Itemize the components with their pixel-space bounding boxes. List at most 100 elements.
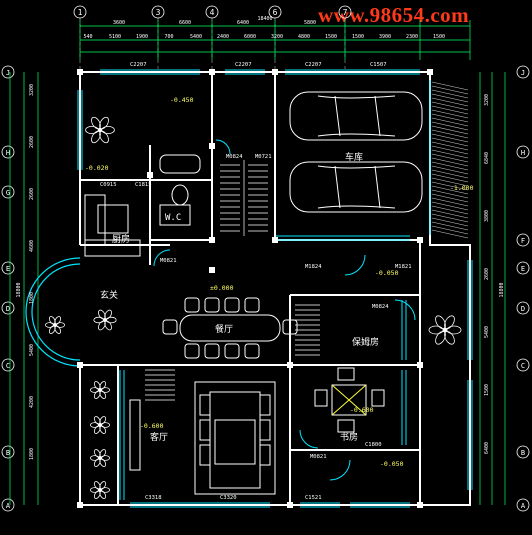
svg-text:18800: 18800 (16, 282, 22, 297)
nanny-label: 保姆房 (352, 336, 379, 348)
svg-text:C3320: C3320 (220, 495, 237, 501)
svg-text:M0721: M0721 (255, 154, 272, 160)
study-table (314, 367, 385, 433)
dining-label: 餐厅 (215, 323, 233, 335)
svg-text:4600: 4600 (29, 240, 35, 252)
svg-text:B: B (6, 449, 10, 457)
svg-text:M0821: M0821 (160, 258, 177, 264)
svg-text:3200: 3200 (29, 84, 35, 96)
living-room-sofa (129, 381, 276, 495)
svg-text:D: D (6, 305, 10, 313)
dimension-lines (9, 20, 506, 505)
svg-text:E: E (6, 265, 10, 273)
svg-text:1: 1 (78, 8, 83, 17)
svg-text:C2207: C2207 (130, 62, 147, 68)
svg-text:3200: 3200 (484, 94, 490, 106)
decorative-plants (44, 116, 462, 499)
svg-text:1500: 1500 (433, 34, 445, 40)
svg-text:1800: 1800 (29, 292, 35, 304)
svg-text:6: 6 (273, 8, 278, 17)
svg-text:-0.450: -0.450 (170, 96, 194, 104)
wc-label: W.C (165, 213, 181, 223)
entry-label: 玄关 (100, 289, 118, 301)
svg-text:6840: 6840 (484, 152, 490, 164)
axis-bubble-right-D: D (516, 301, 530, 315)
kitchen-label: 厨房 (112, 233, 130, 245)
axis-bubble-right-H: H (516, 145, 530, 159)
axis-bubble-left-B: B (1, 445, 15, 459)
svg-text:6600: 6600 (179, 20, 191, 26)
svg-text:3200: 3200 (271, 34, 283, 40)
svg-text:M0824: M0824 (372, 304, 389, 310)
axis-bubble-right-J: J (516, 65, 530, 79)
svg-text:18800: 18800 (499, 282, 505, 297)
svg-text:-0.050: -0.050 (375, 269, 399, 277)
axis-bubble-left-G: G (1, 185, 15, 199)
svg-text:C1521: C1521 (305, 495, 322, 501)
svg-text:F: F (521, 237, 525, 245)
doors (153, 139, 416, 481)
svg-text:5400: 5400 (29, 344, 35, 356)
garage-cars (289, 91, 423, 213)
svg-text:1500: 1500 (352, 34, 364, 40)
svg-text:E: E (521, 265, 525, 273)
svg-text:540: 540 (83, 34, 92, 40)
svg-text:J: J (521, 69, 525, 77)
svg-text:C1507: C1507 (370, 62, 387, 68)
plant (89, 481, 111, 499)
svg-text:2600: 2600 (29, 136, 35, 148)
svg-text:C2207: C2207 (235, 62, 252, 68)
svg-text:1500: 1500 (325, 34, 337, 40)
windows (77, 69, 473, 508)
svg-text:4800: 4800 (298, 34, 310, 40)
svg-text:6400: 6400 (237, 20, 249, 26)
svg-text:C1815: C1815 (135, 182, 152, 188)
axis-bubble-left-D: D (1, 301, 15, 315)
living-label: 客厅 (150, 431, 168, 443)
svg-text:M0821: M0821 (310, 454, 327, 460)
stairs (145, 160, 320, 401)
svg-text:5400: 5400 (190, 34, 202, 40)
svg-text:C: C (521, 362, 525, 370)
svg-text:±0.000: ±0.000 (210, 284, 234, 292)
svg-text:3900: 3900 (379, 34, 391, 40)
svg-text:5800: 5800 (304, 20, 316, 26)
svg-text:A: A (6, 502, 11, 510)
plant (428, 315, 462, 345)
plant (85, 116, 115, 144)
svg-text:5400: 5400 (484, 326, 490, 338)
site-watermark: www.98654.com (318, 3, 470, 27)
svg-text:D: D (521, 305, 525, 313)
svg-text:6400: 6400 (484, 442, 490, 454)
svg-text:A: A (521, 502, 526, 510)
study-label: 书房 (340, 431, 358, 443)
svg-text:C0915: C0915 (100, 182, 117, 188)
svg-text:-0.020: -0.020 (85, 164, 109, 172)
opening-codes: C2207 C2207 C1507 C2207 M0824 M0721 C091… (100, 62, 412, 501)
axis-bubble-right-A: A (516, 498, 530, 512)
svg-text:M1821: M1821 (395, 264, 412, 270)
svg-text:700: 700 (164, 34, 173, 40)
axis-bubble-right-C: C (516, 358, 530, 372)
axis-bubble-left-C: C (1, 358, 15, 372)
svg-text:C1800: C1800 (365, 442, 382, 448)
svg-text:C3318: C3318 (145, 495, 162, 501)
bay-window (25, 257, 81, 367)
plant (89, 416, 111, 434)
kitchen-fixtures (84, 154, 201, 257)
svg-text:5100: 5100 (109, 34, 121, 40)
svg-text:-1.000: -1.000 (450, 184, 474, 192)
svg-text:4200: 4200 (29, 396, 35, 408)
svg-text:G: G (6, 189, 10, 197)
axis-bubble-right-E: E (516, 261, 530, 275)
svg-text:M1824: M1824 (305, 264, 322, 270)
plant (93, 309, 117, 331)
svg-text:1500: 1500 (484, 384, 490, 396)
svg-text:-0.600: -0.600 (140, 422, 164, 430)
svg-text:4: 4 (210, 8, 215, 17)
plant (89, 381, 111, 399)
